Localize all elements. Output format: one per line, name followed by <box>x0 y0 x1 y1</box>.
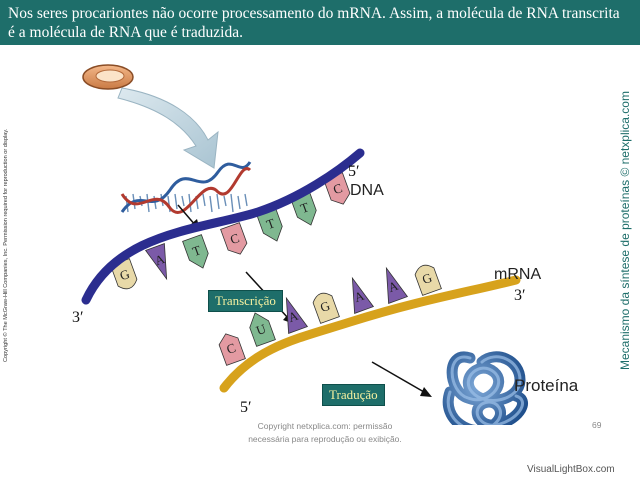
mrna-base-4: A <box>351 276 375 314</box>
mrna-base-0: C <box>218 333 246 366</box>
dna-label: DNA <box>350 182 384 199</box>
slide-title-text: Nos seres procariontes não ocorre proces… <box>8 5 620 41</box>
mrna-5prime-label: 5′ <box>240 399 252 416</box>
mrna-3prime-label: 3′ <box>514 287 526 304</box>
transcription-label-box: Transcrição <box>208 290 283 312</box>
zoom-arrow-icon <box>117 87 219 169</box>
bacterium-icon <box>82 64 134 90</box>
page-number: 69 <box>592 420 602 430</box>
dna-3prime-label: 3′ <box>72 309 84 326</box>
mrna-base-5: A <box>385 266 409 304</box>
title-bar: Nos seres procariontes não ocorre proces… <box>0 0 640 45</box>
footer-line-2: necessária para reprodução ou exibição. <box>248 434 402 444</box>
dna-strand <box>81 148 365 305</box>
mrna-base-6: G <box>414 264 442 296</box>
mrna-label: mRNA <box>494 266 541 283</box>
protein-label: Proteína <box>514 376 579 395</box>
dna-base-1: A <box>144 243 167 281</box>
protein-icon <box>442 351 528 425</box>
footer-copyright: Copyright netxplica.com: permissão neces… <box>230 420 420 446</box>
dna-double-helix-icon <box>120 161 252 214</box>
dna-base-3: C <box>220 222 248 255</box>
watermark-text: VisualLightBox.com <box>527 464 615 475</box>
mrna-base-3: G <box>312 292 340 324</box>
footer-line-1: Copyright netxplica.com: permissão <box>257 421 393 431</box>
mrna-strand <box>219 275 521 393</box>
dna-base-2: T <box>182 234 209 269</box>
dna-5prime-label: 5′ <box>348 163 360 180</box>
translation-label-box: Tradução <box>322 384 385 406</box>
mrna-base-1: U <box>249 312 276 347</box>
mrna-base-2: A <box>285 296 309 334</box>
